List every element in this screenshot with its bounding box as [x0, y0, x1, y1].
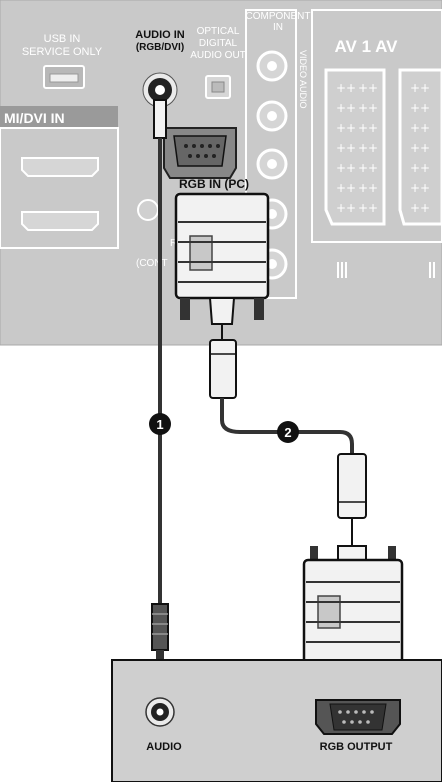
svg-text:++: ++ — [358, 101, 378, 115]
vga-port-tv: RGB IN (PC) — [163, 127, 249, 191]
av-scart-section: AV 1 AV ++++++ ++++++++ ++++++ ++++++++ … — [311, 9, 442, 278]
step-number-2: 2 — [284, 425, 291, 440]
pc-audio-label: AUDIO — [146, 741, 182, 753]
svg-text:++: ++ — [410, 141, 430, 155]
component-label-1: COMPONENT — [246, 11, 311, 22]
pc-back-panel: AUDIO RGB OUTPUT — [111, 659, 442, 782]
hdmi-port-2 — [21, 211, 99, 231]
step-marker-2: 2 — [277, 421, 299, 443]
svg-text:++: ++ — [410, 101, 430, 115]
vga-plug-tv — [174, 192, 270, 325]
hdmi-port-1 — [21, 157, 99, 177]
svg-text:++: ++ — [358, 181, 378, 195]
svg-text:++: ++ — [410, 181, 430, 195]
audio-in-label-2: (RGB/DVI) — [136, 42, 184, 53]
component-side-label: VIDEO AUDIO — [298, 50, 308, 109]
step-number-1: 1 — [156, 417, 163, 432]
usb-port: USB IN SERVICE ONLY — [22, 33, 103, 89]
svg-text:++: ++ — [410, 121, 430, 135]
scart-port-1: ++++++ ++++++++ ++++++ ++++++++ — [324, 68, 386, 226]
antenna-icon — [337, 262, 435, 278]
audio-in-jack: AUDIO IN (RGB/DVI) — [135, 29, 185, 108]
scart-port-2: ++ ++ ++ ++ ++ ++ ++ — [398, 68, 442, 226]
usb-label-2: SERVICE ONLY — [22, 46, 103, 58]
svg-text:++: ++ — [336, 181, 356, 195]
svg-text:++: ++ — [358, 161, 378, 175]
svg-text:++: ++ — [336, 121, 356, 135]
svg-text:++: ++ — [336, 141, 356, 155]
optical-label-3: AUDIO OUT — [190, 50, 246, 61]
svg-text:++: ++ — [336, 101, 356, 115]
av-label: AV 1 AV — [335, 37, 399, 56]
usb-label-1: USB IN — [44, 33, 81, 45]
svg-text:++: ++ — [358, 141, 378, 155]
optical-port: OPTICAL DIGITAL AUDIO OUT — [190, 26, 246, 99]
component-jack-2 — [256, 100, 288, 132]
component-label-2: IN — [273, 22, 283, 33]
svg-text:++: ++ — [358, 201, 378, 215]
optical-label-1: OPTICAL — [197, 26, 240, 37]
component-jack-1 — [256, 50, 288, 82]
vga-plug-pc — [302, 545, 404, 670]
hdmi-section: MI/DVI IN — [0, 106, 119, 249]
pc-audio-jack: AUDIO — [145, 697, 182, 753]
svg-text:++: ++ — [336, 201, 356, 215]
optical-label-2: DIGITAL — [199, 38, 238, 49]
rgb-output-label: RGB OUTPUT — [320, 741, 393, 753]
audio-in-label-1: AUDIO IN — [135, 29, 185, 41]
svg-text:++: ++ — [358, 81, 378, 95]
pc-rgb-output-port: RGB OUTPUT — [315, 699, 401, 753]
svg-text:++: ++ — [336, 161, 356, 175]
svg-text:++: ++ — [410, 201, 430, 215]
component-jack-3 — [256, 148, 288, 180]
hdmi-label: MI/DVI IN — [4, 110, 65, 126]
rgb-in-label: RGB IN (PC) — [179, 177, 249, 191]
ghost-label-2: (CONT — [136, 258, 168, 269]
step-marker-1: 1 — [149, 413, 171, 435]
svg-text:++: ++ — [336, 81, 356, 95]
svg-text:++: ++ — [358, 121, 378, 135]
svg-text:++: ++ — [410, 81, 430, 95]
svg-text:++: ++ — [410, 161, 430, 175]
